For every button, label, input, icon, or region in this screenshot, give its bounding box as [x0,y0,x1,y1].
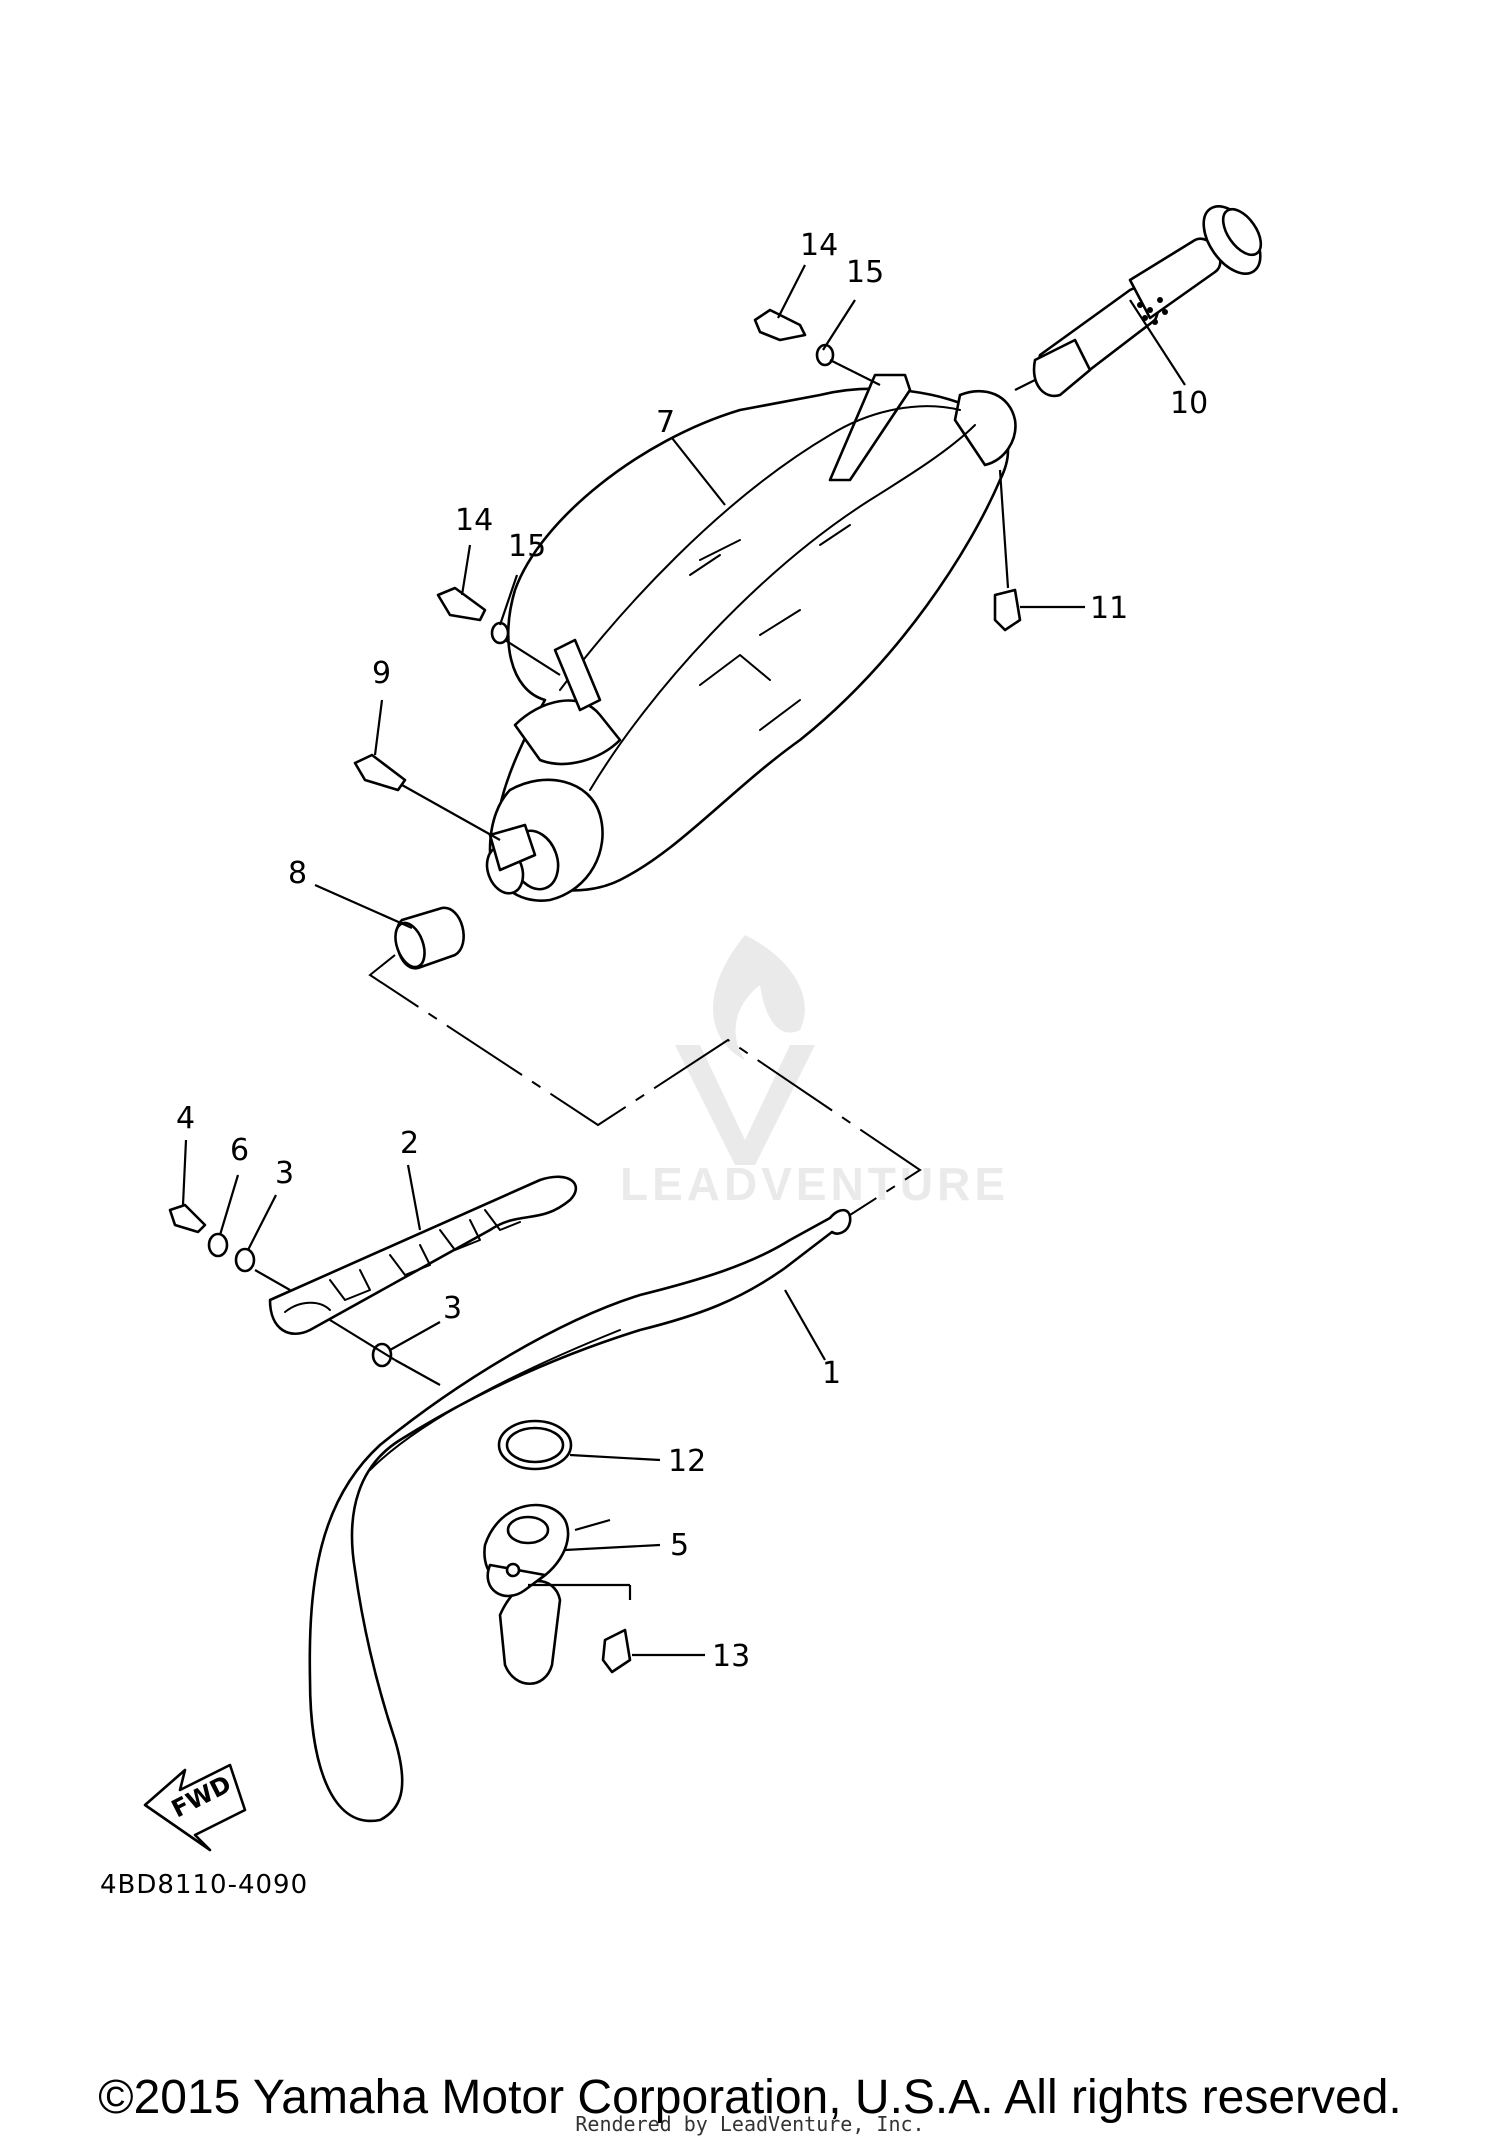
part-8-sleeve [394,906,465,970]
part-1-exhaust-pipe [308,1208,852,1823]
callout-11: 11 [1090,591,1128,626]
part-7-muffler [485,373,1017,902]
part-12-gasket [497,1419,573,1471]
callout-1: 1 [822,1356,841,1391]
callout-3b: 3 [443,1291,462,1326]
part-2-protector [268,1175,578,1336]
copyright-notice: ©2015 Yamaha Motor Corporation, U.S.A. A… [98,2071,1402,2124]
diagram-code: 4BD8110-4090 [100,1870,308,1900]
callout-9: 9 [372,656,391,691]
callout-13: 13 [712,1639,750,1674]
exhaust-parts-diagram: LEADVENTURE [100,205,1263,1900]
callout-3a: 3 [275,1156,294,1191]
callout-15a: 15 [846,255,884,290]
callout-12: 12 [668,1444,706,1479]
watermark-logo: LEADVENTURE [620,935,1009,1210]
tailpipe-holes [1137,297,1168,325]
callout-8: 8 [288,856,307,891]
callout-2: 2 [400,1126,419,1161]
callout-4: 4 [176,1101,195,1136]
callouts: 14 15 10 7 11 14 15 9 8 4 6 3 2 3 1 12 5… [176,228,1208,1674]
fwd-arrow-icon: FWD [143,1763,247,1852]
callout-7: 7 [656,405,675,440]
leader-lines [181,264,1186,1657]
part-5-flange [483,1503,570,1598]
callout-6: 6 [230,1133,249,1168]
callout-15b: 15 [508,529,546,564]
part-10-tailpipe [1032,205,1263,398]
callout-5: 5 [670,1528,689,1563]
rendered-by-notice: Rendered by LeadVenture, Inc. [575,2112,925,2136]
callout-14a: 14 [800,228,838,263]
fasteners [168,308,1022,1674]
callout-10: 10 [1170,386,1208,421]
callout-14b: 14 [455,503,493,538]
assembly-lines [254,359,1036,1600]
watermark-text: LEADVENTURE [620,1158,1009,1210]
